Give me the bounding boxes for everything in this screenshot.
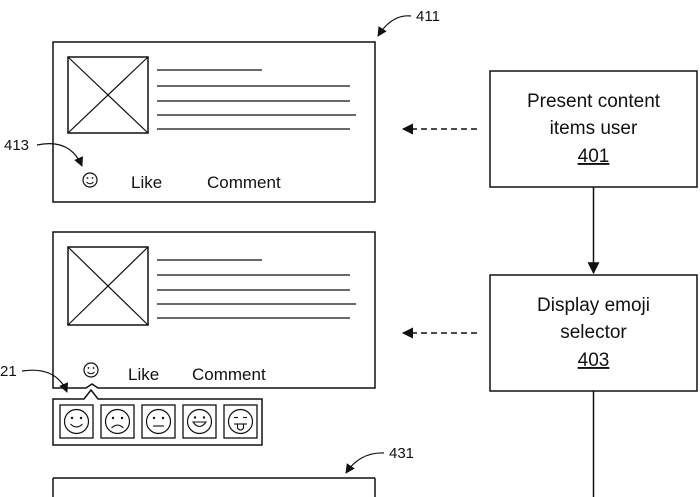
emoji-option-smile[interactable] xyxy=(59,404,94,439)
step-403-ref: 403 xyxy=(578,350,610,371)
emoji-option-grin[interactable] xyxy=(182,404,217,439)
image-placeholder-1 xyxy=(67,56,149,134)
emoji-option-tongue[interactable] xyxy=(223,404,258,439)
step-box-401: Present content items user 401 xyxy=(489,70,698,188)
smile-icon[interactable] xyxy=(83,362,99,378)
text-lines-1 xyxy=(157,69,356,130)
step-401-ref: 401 xyxy=(578,146,610,167)
emoji-option-frown[interactable] xyxy=(100,404,135,439)
text-lines-2 xyxy=(157,259,356,319)
content-panel-1: Like Comment xyxy=(52,41,376,203)
ref-431: 431 xyxy=(389,445,414,462)
like-button-2[interactable]: Like xyxy=(128,365,159,384)
step-box-403: Display emoji selector 403 xyxy=(489,274,698,392)
step-401-line1: Present content xyxy=(527,91,661,112)
image-placeholder-2 xyxy=(67,246,149,326)
like-button-1[interactable]: Like xyxy=(131,173,162,192)
content-panel-3-partial xyxy=(52,477,376,497)
callout-431: 431 xyxy=(345,445,414,474)
step-401-line2: items user xyxy=(550,118,638,139)
callout-413: 413 xyxy=(4,137,84,167)
content-panel-2: Like Comment xyxy=(52,231,376,389)
step-403-line2: selector xyxy=(560,322,627,343)
step-403-line1: Display emoji xyxy=(537,295,650,316)
smile-icon[interactable] xyxy=(82,172,98,188)
ref-21: 21 xyxy=(0,363,17,380)
callout-21: 21 xyxy=(0,363,69,393)
callout-411: 411 xyxy=(377,8,440,37)
comment-button-1[interactable]: Comment xyxy=(207,173,281,192)
comment-button-2[interactable]: Comment xyxy=(192,365,266,384)
ref-411: 411 xyxy=(416,8,440,25)
emoji-selector xyxy=(52,388,263,446)
emoji-option-neutral[interactable] xyxy=(141,404,176,439)
ref-413: 413 xyxy=(4,137,29,154)
